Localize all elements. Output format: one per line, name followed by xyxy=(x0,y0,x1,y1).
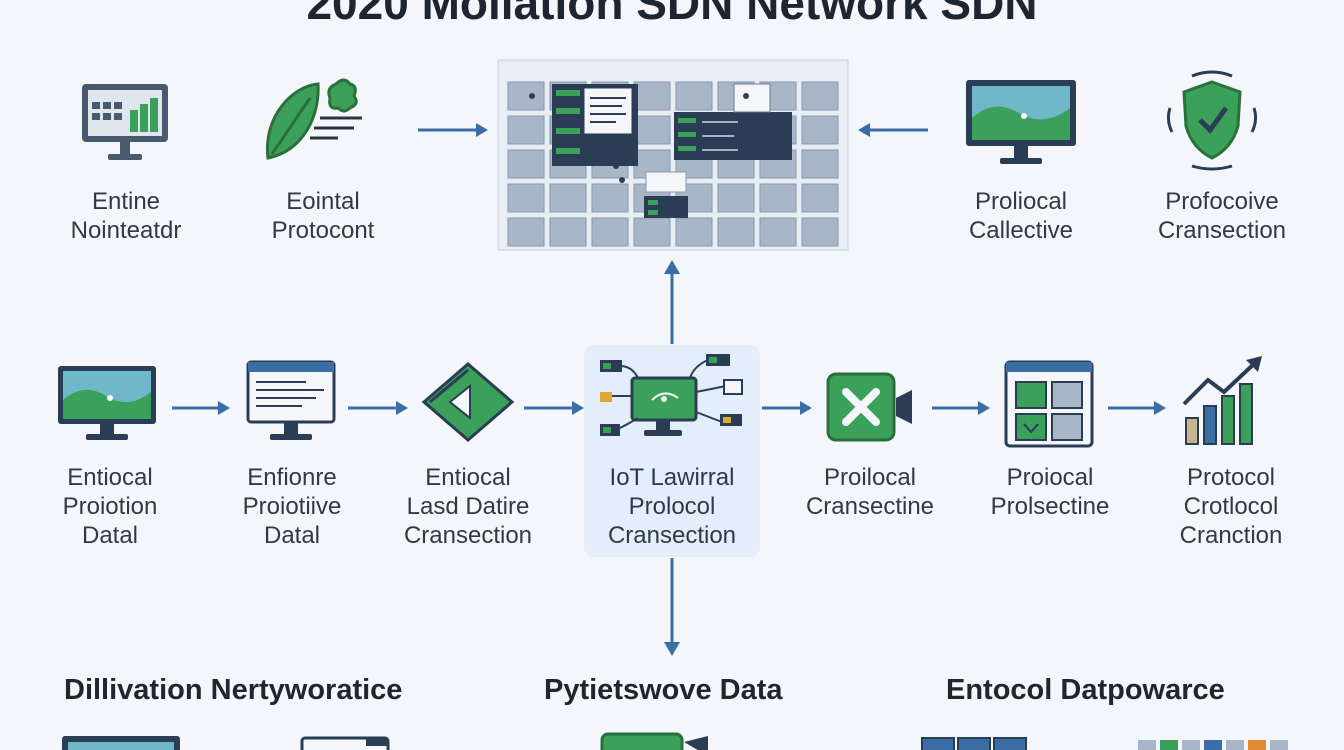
section-heading-left: Dillivation Nertyworatice xyxy=(64,674,403,706)
monitor-chart-icon xyxy=(82,84,168,160)
top-item-label-1: Entine Nointeatdr xyxy=(70,188,182,244)
camera-icon xyxy=(600,732,708,750)
section-heading-right: Entocol Datpowarce xyxy=(946,674,1225,706)
monitor-icon xyxy=(62,736,180,750)
iot-network-icon xyxy=(600,354,743,436)
arrow-right-icon xyxy=(1108,401,1166,415)
mid-item-label-1: Entiocal Proiotion Datal xyxy=(62,464,158,549)
mid-item-label-2: Enfionre Proiotiive Datal xyxy=(242,464,342,549)
app-window-icon xyxy=(1004,360,1094,448)
arrow-right-icon xyxy=(932,401,990,415)
excel-camera-icon xyxy=(826,372,912,442)
section-heading-center: Pytietswove Data xyxy=(544,674,783,706)
blocks-icon xyxy=(921,737,1027,750)
arrow-right-icon xyxy=(524,401,584,415)
tiles-icon xyxy=(1138,740,1288,750)
monitor-landscape-icon xyxy=(966,80,1076,164)
browser-window-icon xyxy=(246,360,336,440)
arrow-right-icon xyxy=(348,401,408,415)
page-title: 2020 Moliation SDN Network SDN xyxy=(306,0,1038,29)
shield-check-icon xyxy=(1166,70,1258,171)
top-item-label-4: Profocoive Cransection xyxy=(1157,188,1287,244)
monitor-landscape-icon xyxy=(58,366,156,440)
top-item-label-3: Proliocal Callective xyxy=(968,188,1074,244)
server-grid xyxy=(497,59,849,251)
growth-chart-icon xyxy=(1182,356,1262,445)
arrow-up-icon xyxy=(664,260,680,344)
arrow-right-icon xyxy=(418,123,488,137)
mid-item-label-6: Proiocal Prolsectine xyxy=(990,464,1110,520)
mid-item-label-5: Proilocal Cransectine xyxy=(805,464,935,520)
mid-item-label-7: Protocol Crotlocol Cranction xyxy=(1179,464,1283,549)
arrow-right-icon xyxy=(172,401,230,415)
mid-item-label-3: Entiocal Lasd Datire Cransection xyxy=(403,464,533,549)
arrow-right-icon xyxy=(762,401,812,415)
arrow-left-icon xyxy=(858,123,928,137)
top-item-label-2: Eointal Protocont xyxy=(271,188,375,244)
arrow-down-icon xyxy=(664,558,680,656)
browser-icon xyxy=(300,736,390,750)
leaf-icon xyxy=(265,78,362,160)
diamond-arrow-icon xyxy=(421,362,515,442)
mid-item-label-4: IoT Lawirral Prolocol Cransection xyxy=(607,464,737,549)
